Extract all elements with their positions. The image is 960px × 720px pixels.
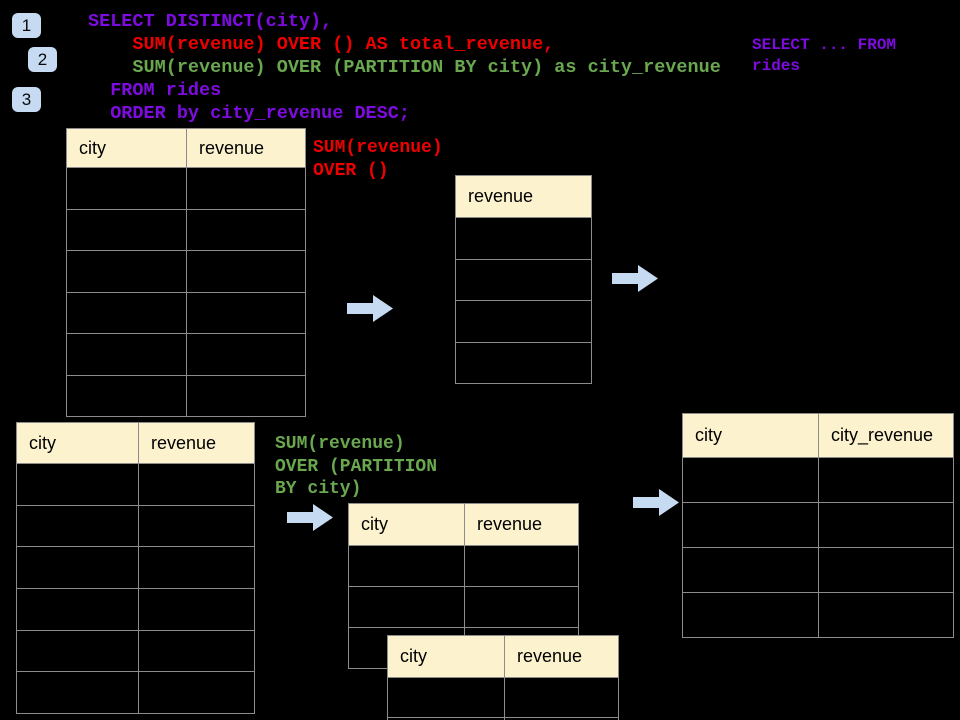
empty-cell	[17, 505, 138, 547]
empty-cell	[819, 503, 953, 547]
empty-cell	[187, 292, 305, 333]
column-header: revenue	[465, 504, 578, 545]
sql-snippet-select-from-rides: SELECT ... FROM rides	[752, 35, 896, 77]
empty-cell	[465, 587, 578, 627]
label-line: SUM(revenue)	[275, 434, 405, 454]
empty-cell	[465, 546, 578, 586]
empty-cell	[683, 548, 818, 592]
empty-cell	[819, 593, 953, 637]
flow-arrow-icon	[633, 489, 679, 516]
flow-arrow-icon	[612, 265, 658, 292]
snippet-line-1: SELECT ... FROM	[752, 36, 897, 54]
total-revenue-result-table: revenue	[455, 175, 592, 384]
column-header: city_revenue	[819, 414, 953, 457]
empty-cell	[17, 672, 138, 714]
column-header: revenue	[505, 636, 618, 677]
step-badge-1: 1	[12, 13, 41, 38]
empty-cell	[456, 342, 591, 383]
step-badge-3: 3	[12, 87, 41, 112]
empty-cell	[683, 458, 818, 502]
empty-cell	[683, 503, 818, 547]
empty-cell	[67, 209, 186, 250]
column-header: city	[388, 636, 504, 677]
empty-cell	[683, 593, 818, 637]
partition-window-label: SUM(revenue) OVER (PARTITION BY city)	[275, 433, 437, 501]
empty-cell	[17, 547, 138, 589]
step-badge-2: 2	[28, 47, 57, 72]
empty-cell	[139, 630, 254, 672]
label-line: OVER (PARTITION	[275, 456, 438, 477]
sql-line-select: SELECT DISTINCT(city),	[88, 11, 333, 32]
sql-line-total-revenue: SUM(revenue) OVER () AS total_revenue,	[88, 34, 555, 55]
empty-cell	[388, 678, 504, 717]
column-header: city	[67, 129, 186, 167]
empty-cell	[456, 218, 591, 259]
empty-cell	[139, 464, 254, 505]
empty-cell	[17, 630, 138, 672]
empty-cell	[819, 458, 953, 502]
empty-cell	[819, 548, 953, 592]
empty-cell	[67, 375, 186, 416]
empty-cell	[17, 589, 138, 630]
flow-arrow-icon	[347, 295, 393, 322]
flow-arrow-icon	[287, 504, 333, 531]
empty-cell	[349, 546, 464, 586]
total-revenue-window-label: SUM(revenue) OVER ()	[313, 137, 443, 182]
snippet-line-2: rides	[752, 57, 801, 75]
empty-cell	[139, 547, 254, 589]
empty-cell	[505, 678, 618, 717]
empty-cell	[349, 587, 464, 627]
empty-cell	[388, 718, 504, 720]
sql-line-from: FROM rides	[88, 80, 222, 101]
empty-cell	[67, 292, 186, 333]
empty-cell	[456, 259, 591, 300]
empty-cell	[505, 718, 618, 720]
empty-cell	[187, 375, 305, 416]
column-header: city	[17, 423, 138, 463]
sql-line-order-by: ORDER by city_revenue DESC;	[88, 103, 410, 124]
label-line: SUM(revenue)	[313, 138, 443, 158]
column-header: city	[349, 504, 464, 545]
column-header: revenue	[187, 129, 305, 167]
empty-cell	[187, 251, 305, 292]
empty-cell	[17, 464, 138, 505]
empty-cell	[67, 168, 186, 209]
column-header: city	[683, 414, 818, 457]
column-header: revenue	[139, 423, 254, 463]
empty-cell	[67, 334, 186, 375]
empty-cell	[187, 168, 305, 209]
empty-cell	[67, 251, 186, 292]
label-line: BY city)	[275, 479, 362, 499]
sql-query-code: SELECT DISTINCT(city), SUM(revenue) OVER…	[88, 10, 721, 125]
column-header: revenue	[456, 176, 591, 217]
sql-line-city-revenue: SUM(revenue) OVER (PARTITION BY city) as…	[88, 57, 721, 78]
empty-cell	[139, 505, 254, 547]
label-line: OVER ()	[313, 160, 389, 181]
empty-cell	[139, 672, 254, 714]
empty-cell	[187, 334, 305, 375]
empty-cell	[456, 301, 591, 342]
empty-cell	[187, 209, 305, 250]
empty-cell	[139, 589, 254, 630]
